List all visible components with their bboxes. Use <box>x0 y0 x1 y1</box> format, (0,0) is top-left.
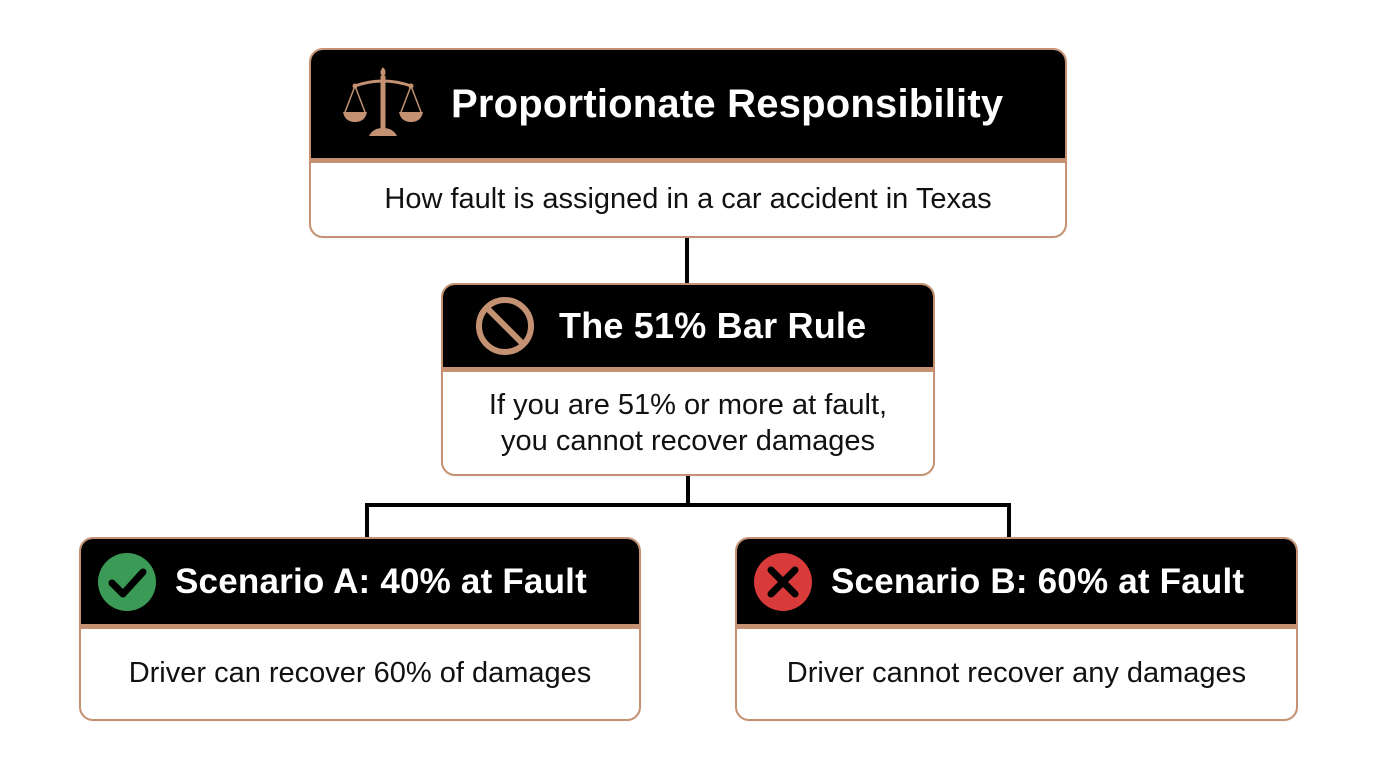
rule-text-line-2: you cannot recover damages <box>501 424 875 457</box>
root-header: Proportionate Responsibility <box>311 50 1065 163</box>
scenario-b-header: Scenario B: 60% at Fault <box>737 539 1296 629</box>
connector-rule-down <box>686 474 690 506</box>
root-subtitle-text: How fault is assigned in a car accident … <box>384 182 992 215</box>
scales-of-justice-icon <box>343 66 423 142</box>
root-node: Proportionate Responsibility How fault i… <box>309 48 1067 238</box>
connector-to-scenario-a <box>365 503 369 539</box>
prohibited-icon <box>475 296 535 356</box>
connector-to-scenario-b <box>1007 503 1011 539</box>
check-circle-icon <box>97 552 157 612</box>
rule-title: The 51% Bar Rule <box>559 305 867 346</box>
scenario-b-node: Scenario B: 60% at Fault Driver cannot r… <box>735 537 1298 721</box>
scenario-a-body: Driver can recover 60% of damages <box>81 629 639 718</box>
rule-header: The 51% Bar Rule <box>443 285 933 372</box>
scenario-a-title: Scenario A: 40% at Fault <box>175 561 587 601</box>
scenario-a-node: Scenario A: 40% at Fault Driver can reco… <box>79 537 641 721</box>
root-title: Proportionate Responsibility <box>451 81 1004 126</box>
scenario-b-body: Driver cannot recover any damages <box>737 629 1296 718</box>
scenario-a-description: Driver can recover 60% of damages <box>128 657 592 689</box>
scenario-b-description: Driver cannot recover any damages <box>786 657 1247 689</box>
connector-root-to-rule <box>685 236 689 284</box>
rule-text-line-1: If you are 51% or more at fault, <box>488 388 888 421</box>
root-subtitle: How fault is assigned in a car accident … <box>311 163 1065 235</box>
x-circle-icon <box>753 552 813 612</box>
rule-node: The 51% Bar Rule If you are 51% or more … <box>441 283 935 476</box>
connector-horizontal <box>365 503 1011 507</box>
scenario-b-title: Scenario B: 60% at Fault <box>831 561 1245 601</box>
rule-body: If you are 51% or more at fault, you can… <box>443 372 933 473</box>
scenario-a-header: Scenario A: 40% at Fault <box>81 539 639 629</box>
